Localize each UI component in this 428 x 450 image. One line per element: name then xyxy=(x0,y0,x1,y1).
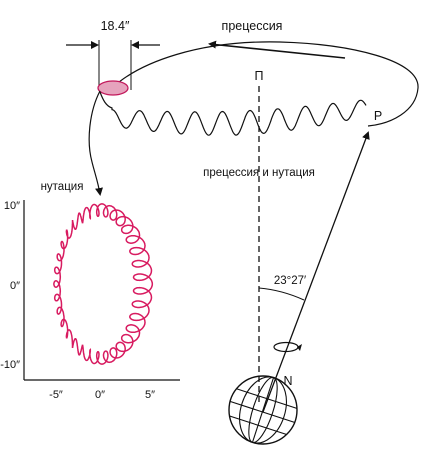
y-tick-label: 10″ xyxy=(4,200,20,212)
width-indicator: 18.4″ xyxy=(66,19,160,90)
nutation-curve xyxy=(53,203,154,365)
width-label: 18.4″ xyxy=(101,19,130,33)
x-tick-label: 5″ xyxy=(145,389,155,401)
rotation-arrow-icon xyxy=(273,341,302,353)
x-tick-label: 0″ xyxy=(95,389,105,401)
x-tick-label: -5″ xyxy=(49,389,63,401)
y-tick-label: 0″ xyxy=(10,280,20,292)
point-p-label: P xyxy=(374,109,382,123)
angle-label: 23°27′ xyxy=(274,275,306,287)
precession-orbit xyxy=(111,41,419,127)
precession-nutation-path xyxy=(99,91,367,136)
y-tick-label: -10″ xyxy=(0,359,20,371)
earth-axis-arrow xyxy=(262,131,370,413)
earth-globe-icon xyxy=(222,375,303,445)
north-label: N xyxy=(283,374,292,388)
nutation-label: нутация xyxy=(41,181,84,193)
nutation-ellipse xyxy=(97,80,129,96)
precession-arrow xyxy=(208,40,346,59)
nutation-arrow xyxy=(88,90,103,196)
pole-label: П xyxy=(255,69,264,83)
precession-nutation-label: прецессия и нутация xyxy=(203,167,315,179)
precession-label: прецессия xyxy=(222,19,283,33)
angle-arc xyxy=(258,287,305,301)
